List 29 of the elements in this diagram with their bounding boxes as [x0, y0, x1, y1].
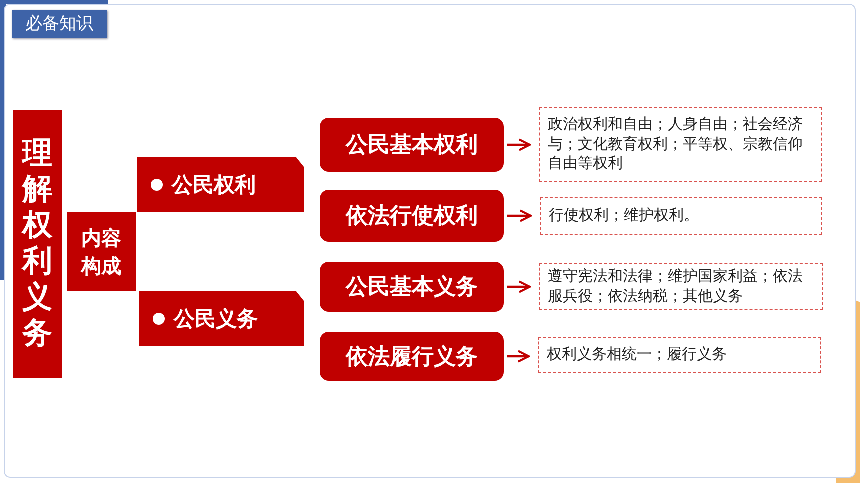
- content-text: 行使权利；维护权利。: [549, 206, 699, 226]
- category-tab: [137, 157, 304, 212]
- topic-box: [320, 118, 504, 172]
- heading-text: 公民义务: [174, 306, 258, 332]
- arrow: [507, 350, 530, 363]
- arrow: [507, 280, 532, 294]
- content-text: 权利义务相统一；履行义务: [547, 345, 727, 365]
- section-tag: 必备知识: [12, 10, 107, 38]
- topic-box: [320, 332, 504, 381]
- content-text: 遵守宪法和法律；维护国家利益；依法服兵役；依法纳税；其他义务: [548, 267, 804, 306]
- content-box: [539, 107, 822, 182]
- heading-text: 公民基本义务: [346, 274, 478, 302]
- arrow: [507, 210, 532, 222]
- topic-box: [320, 190, 504, 242]
- category-tab: [139, 291, 304, 346]
- heading-text: 公民权利: [172, 172, 256, 198]
- heading-text: 公民基本权利: [346, 132, 478, 160]
- title-bar: [13, 110, 62, 378]
- content-box: [540, 197, 822, 235]
- content-text: 政治权利和自由；人身自由；社会经济与；文化教育权利；平等权、宗教信仰自由等权利: [548, 115, 804, 174]
- topic-box: [320, 262, 504, 312]
- heading-text: 依法履行义务: [346, 344, 478, 372]
- content-box: [538, 337, 821, 373]
- arrow: [507, 138, 532, 152]
- heading-text: 依法行使权利: [346, 203, 478, 231]
- label-box: [67, 212, 136, 291]
- heading-text: 内容构成: [80, 224, 122, 280]
- title-text: 理解权利义务: [22, 136, 52, 352]
- content-box: [539, 263, 823, 310]
